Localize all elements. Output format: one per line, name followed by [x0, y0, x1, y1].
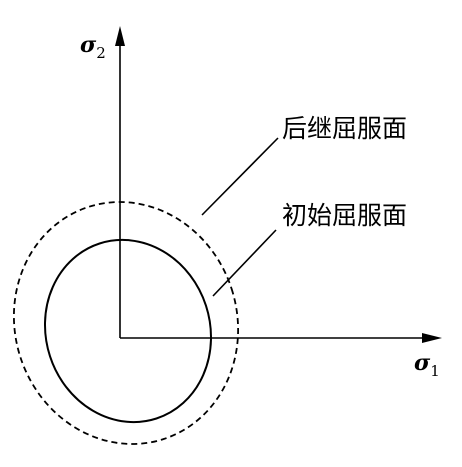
subsequent-yield-surface-leader [201, 137, 279, 216]
subsequent-yield-surface-curve [13, 201, 239, 445]
subsequent-yield-surface-label: 后继屈服面 [282, 114, 407, 143]
y-axis-label: σ2 [80, 32, 106, 62]
y-axis-symbol: σ [80, 32, 97, 58]
y-axis-arrow-icon [115, 26, 125, 46]
x-axis-label: σ1 [414, 350, 440, 380]
x-axis-symbol: σ [414, 350, 431, 376]
x-axis-arrow-icon [422, 333, 442, 343]
x-axis-subscript: 1 [430, 362, 440, 380]
initial-yield-surface-leader [212, 229, 277, 297]
initial-yield-surface-curve [43, 238, 213, 424]
y-axis-subscript: 2 [96, 44, 106, 62]
initial-yield-surface-label: 初始屈服面 [282, 201, 407, 230]
